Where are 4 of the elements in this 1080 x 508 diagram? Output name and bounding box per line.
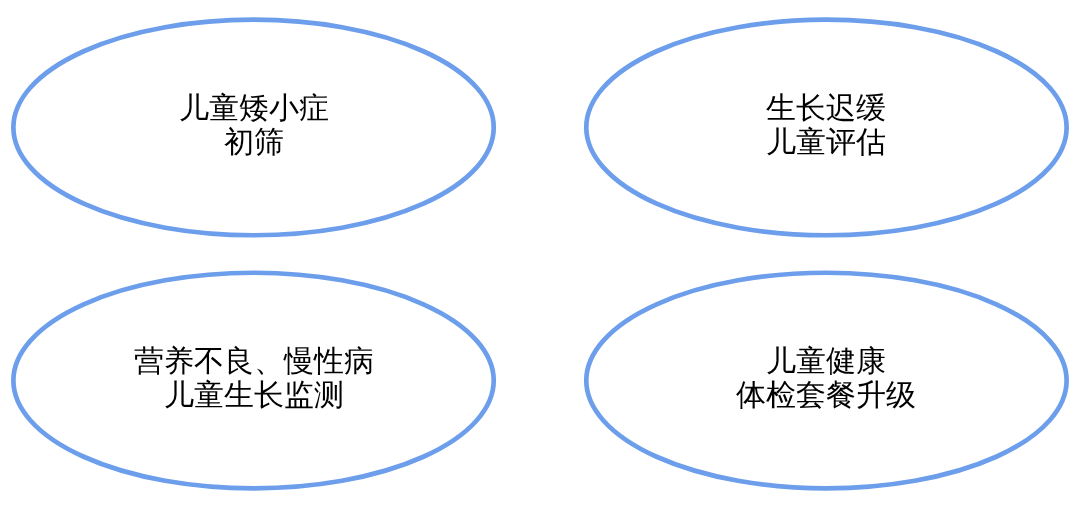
node-ellipse: 营养不良、慢性病 儿童生长监测 [11,270,497,491]
node-ellipse: 儿童健康 体检套餐升级 [583,270,1069,491]
node-ellipse: 儿童矮小症 初筛 [11,17,497,238]
node-ellipse: 生长迟缓 儿童评估 [583,17,1069,238]
